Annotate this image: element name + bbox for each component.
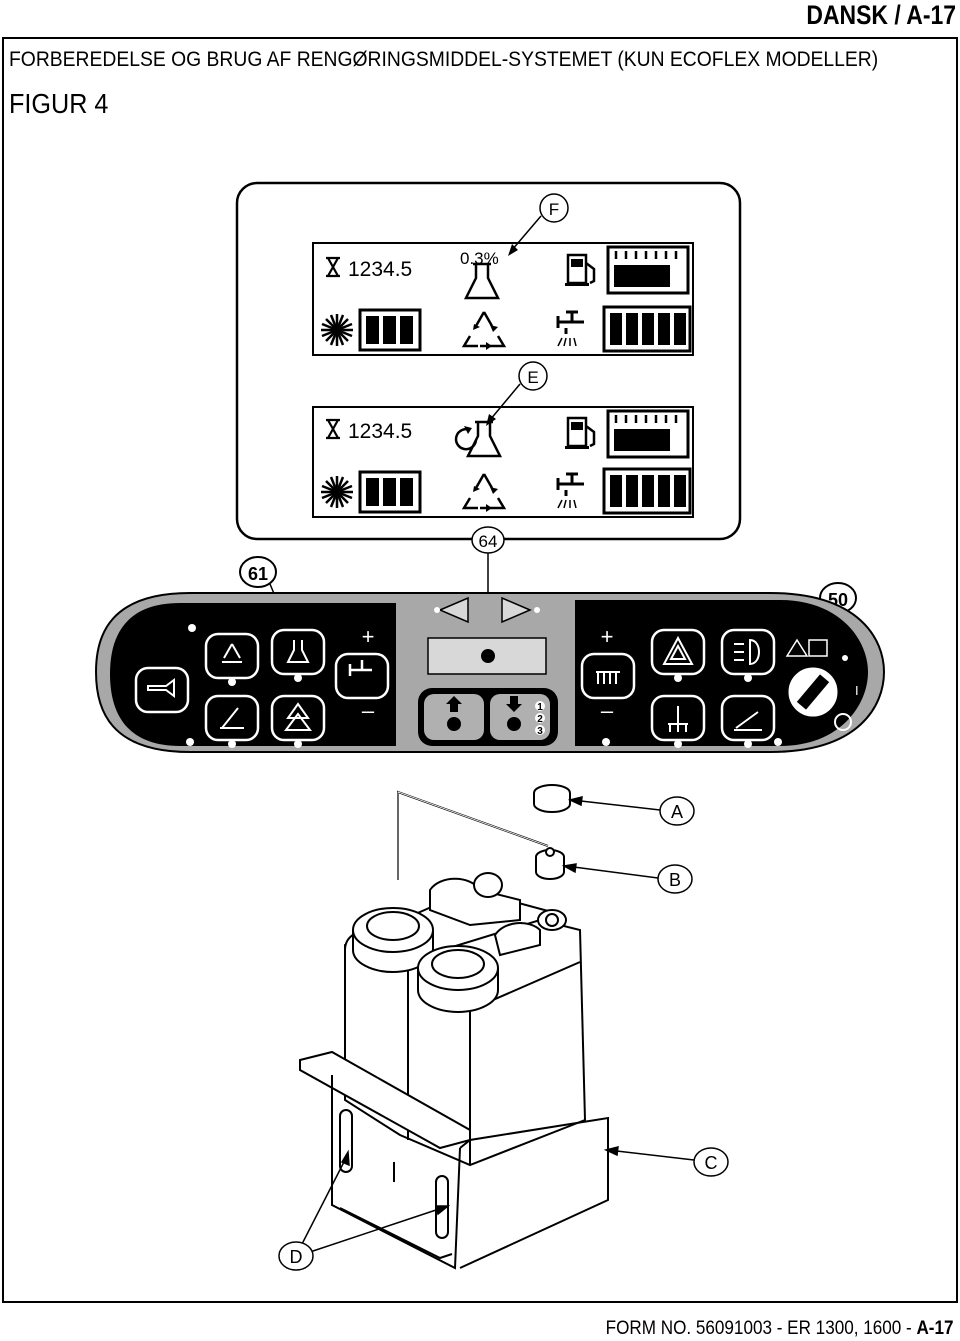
key-on-mark: I xyxy=(855,683,859,698)
callout-a: A xyxy=(567,796,695,826)
svg-text:61: 61 xyxy=(248,564,268,584)
display-screen-top: 1234.5 0.3% xyxy=(312,242,694,356)
figure-label: FIGUR 4 xyxy=(9,88,109,119)
recycle-button[interactable] xyxy=(204,632,260,688)
recycle-icon xyxy=(462,310,506,352)
fuel-pump-icon xyxy=(563,416,596,451)
cap-a xyxy=(533,784,571,813)
recycle-icon xyxy=(462,472,506,514)
water-minus-button[interactable]: – xyxy=(362,698,375,723)
tank-cap-left xyxy=(352,907,434,973)
battery-bars xyxy=(358,308,422,352)
warning-label xyxy=(785,638,828,657)
footer-form-number: FORM NO. 56091003 - ER 1300, 1600 - A-17 xyxy=(606,1318,954,1339)
svg-text:64: 64 xyxy=(479,532,498,551)
hours-readout-bottom: 1234.5 xyxy=(348,420,412,443)
fuel-gauge xyxy=(606,245,690,295)
side-brush-button[interactable] xyxy=(650,694,706,750)
brush-plus-button[interactable]: + xyxy=(601,624,614,649)
detergent-button[interactable] xyxy=(270,628,326,684)
fuel-gauge xyxy=(606,409,690,459)
svg-text:F: F xyxy=(549,200,559,219)
water-level-bars xyxy=(602,305,692,353)
sun-icon xyxy=(319,474,355,510)
section-title: FORBEREDELSE OG BRUG AF RENGØRINGSMIDDEL… xyxy=(9,48,879,71)
svg-text:1: 1 xyxy=(537,702,543,713)
frost-button[interactable] xyxy=(270,694,326,750)
water-level-bars xyxy=(602,467,692,515)
tank-cap-right xyxy=(417,945,499,1013)
fitting-b xyxy=(535,847,565,880)
callout-e: E xyxy=(486,361,548,426)
key-start-icon xyxy=(834,713,852,731)
ignition-key-switch[interactable] xyxy=(788,667,838,717)
hazard-button[interactable] xyxy=(650,628,706,684)
hourglass-icon xyxy=(324,256,342,278)
battery-bars xyxy=(358,470,422,514)
control-panel: 1 2 3 + – xyxy=(94,592,886,753)
page-label: DANSK / A-17 xyxy=(806,0,956,30)
squeegee-button[interactable] xyxy=(720,694,776,750)
callout-f: F xyxy=(508,193,569,256)
tank-illustration xyxy=(299,784,609,1270)
flask-icon xyxy=(466,420,502,458)
hours-readout-top: 1234.5 xyxy=(348,258,412,281)
fuel-pump-icon xyxy=(563,253,596,288)
svg-text:C: C xyxy=(705,1153,718,1173)
svg-text:B: B xyxy=(669,870,681,890)
footer-page: A-17 xyxy=(916,1318,954,1339)
sun-icon xyxy=(319,312,355,348)
water-faucet-icon xyxy=(556,472,586,510)
callout-b: B xyxy=(561,863,693,894)
flask-icon xyxy=(464,262,500,300)
svg-text:3: 3 xyxy=(537,726,543,737)
increase-button[interactable] xyxy=(424,694,484,740)
brush-minus-button[interactable]: – xyxy=(601,698,614,723)
decrease-button[interactable] xyxy=(490,694,550,740)
svg-text:E: E xyxy=(527,368,538,387)
svg-text:D: D xyxy=(290,1247,303,1267)
callout-61: 61 xyxy=(239,556,294,638)
callout-d: D xyxy=(278,1149,451,1271)
svg-text:2: 2 xyxy=(537,714,543,725)
callout-c: C xyxy=(603,1146,729,1177)
right-arrow-button[interactable] xyxy=(501,596,532,624)
scrub-button[interactable] xyxy=(204,694,260,750)
page-frame xyxy=(2,37,958,1303)
headlight-button[interactable] xyxy=(720,628,776,684)
display-callout-box: 1234.5 0.3% 1234.5 xyxy=(235,181,742,541)
hourglass-icon xyxy=(324,418,342,440)
water-faucet-icon xyxy=(556,310,586,348)
left-arrow-button[interactable] xyxy=(438,596,469,624)
svg-text:A: A xyxy=(671,802,683,822)
brush-button[interactable] xyxy=(580,652,636,700)
water-plus-button[interactable]: + xyxy=(362,624,375,649)
display-screen-bottom: 1234.5 xyxy=(312,406,694,518)
horn-button[interactable] xyxy=(134,666,190,714)
water-button[interactable] xyxy=(334,652,390,700)
